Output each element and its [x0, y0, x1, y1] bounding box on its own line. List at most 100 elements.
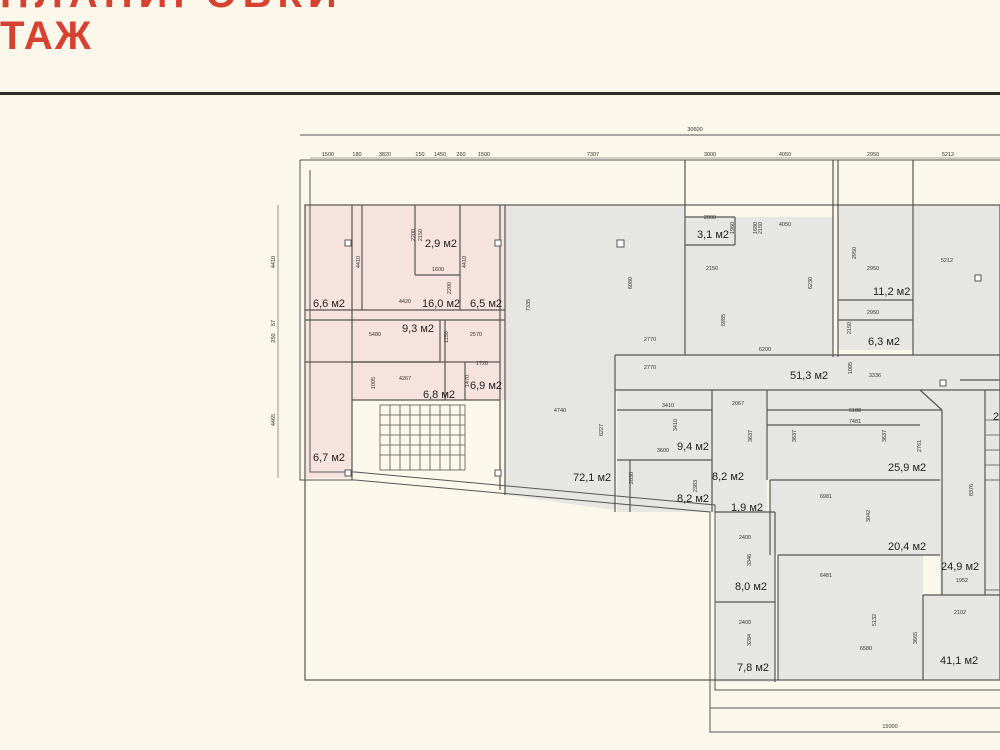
room-area-label: 20,4 м2 [888, 541, 926, 553]
inner-dim: 5212 [941, 258, 953, 264]
room-area-label: 51,3 м2 [790, 370, 828, 382]
top-dim: 180 [352, 152, 361, 158]
room-area-label: 6,3 м2 [868, 336, 900, 348]
inner-dim: 6981 [820, 494, 832, 500]
top-dim: 4050 [779, 152, 791, 158]
header-divider [0, 92, 1000, 95]
top-dim: 3000 [704, 152, 716, 158]
inner-dim: 6080 [628, 277, 634, 289]
inner-dim: 2102 [954, 610, 966, 616]
inner-dim: 4410 [462, 256, 468, 268]
inner-dim: 2770 [644, 337, 656, 343]
left-dim: 57 [271, 320, 277, 326]
inner-dim: 3284 [747, 634, 753, 646]
inner-dim: 2030 [629, 472, 635, 484]
walls [304, 160, 1000, 682]
inner-dim: 3346 [747, 554, 753, 566]
inner-dim: 1150 [444, 331, 450, 343]
columns [344, 239, 982, 477]
room-area-label: 6,8 м2 [423, 389, 455, 401]
inner-dim: 1005 [371, 377, 377, 389]
room-area-label: 9,4 м2 [677, 441, 709, 453]
left-dim: 250 [271, 333, 277, 342]
staircase [379, 404, 1000, 591]
inner-dim: 1960 [730, 222, 736, 234]
room-area-label: 8,2 м2 [677, 493, 709, 505]
inner-dim: 3336 [869, 373, 881, 379]
inner-dim: 2950 [867, 310, 879, 316]
inner-dim: 5480 [369, 332, 381, 338]
inner-dim: 2383 [693, 480, 699, 492]
inner-dim: 5132 [872, 614, 878, 626]
top-dim: 1500 [478, 152, 490, 158]
inner-dim: 2150 [847, 322, 853, 334]
inner-dim: 3637 [748, 430, 754, 442]
top-dim: 7307 [587, 152, 599, 158]
inner-dim: 4410 [356, 256, 362, 268]
inner-dim: 6188 [849, 408, 861, 414]
inner-dim: 3410 [662, 403, 674, 409]
inner-dim: 2400 [739, 535, 751, 541]
top-dim: 1500 [322, 152, 334, 158]
room-area-label: 8,0 м2 [735, 581, 767, 593]
inner-dim: 1600 [432, 267, 444, 273]
overall-top-dim: 30600 [687, 127, 702, 133]
room-area-label: 1,9 м2 [731, 502, 763, 514]
inner-dim: 6481 [820, 573, 832, 579]
room-area-label: 3,1 м2 [697, 229, 729, 241]
room-area-label: 2,9 м2 [425, 238, 457, 250]
overall-bottom-dim: 15000 [882, 724, 897, 730]
inner-dim: 6227 [599, 424, 605, 436]
top-dim: 1450 [434, 152, 446, 158]
inner-dim: 7481 [849, 419, 861, 425]
room-area-label: 11,2 м2 [873, 286, 910, 298]
inner-dim: 7335 [526, 299, 532, 311]
building-outline [299, 134, 1000, 733]
left-dim: 4410 [271, 256, 277, 268]
inner-dim: 5985 [721, 314, 727, 326]
inner-dim: 2067 [732, 401, 744, 407]
room-area-label: 25,9 м2 [888, 462, 926, 474]
inner-dim: 2570 [470, 332, 482, 338]
room-area-label: 2 [993, 411, 999, 423]
header-title-partial: ПЛАНИРОВКИ [0, 0, 343, 17]
inner-dim: 6230 [808, 277, 814, 289]
room-area-label: 16,0 м2 [422, 298, 460, 310]
inner-dim: 2761 [917, 440, 923, 452]
room-area-label: 6,6 м2 [313, 298, 345, 310]
overall-dimensions: 30600 15000 [687, 127, 897, 730]
left-dimension-chain: 4410 57 250 4465 [271, 205, 279, 478]
inner-dim: 3600 [657, 448, 669, 454]
inner-dim: 1680 [753, 222, 759, 234]
inner-dim: 2200 [411, 229, 417, 241]
inner-dim: 2150 [758, 222, 764, 234]
inner-dim: 3042 [866, 510, 872, 522]
room-area-label: 41,1 м2 [940, 655, 978, 667]
top-dim: 260 [456, 152, 465, 158]
inner-dim: 4420 [399, 299, 411, 305]
inner-dim: 2770 [644, 365, 656, 371]
room-fills [505, 205, 1000, 682]
inner-dim: 3665 [913, 632, 919, 644]
top-dim: 5212 [942, 152, 954, 158]
room-area-label: 6,9 м2 [470, 380, 502, 392]
inner-dim: 2150 [706, 266, 718, 272]
room-labels: 2,9 м2 3,1 м2 6,6 м2 16,0 м2 6,5 м2 11,2… [313, 229, 999, 674]
room-area-label: 7,8 м2 [737, 662, 769, 674]
room-area-label: 24,9 м2 [941, 561, 979, 573]
inner-dim: 3410 [673, 419, 679, 431]
left-dim: 4465 [271, 414, 277, 426]
room-area-label: 6,5 м2 [470, 298, 502, 310]
inner-dimensions: 2000 2150 1600 4420 4410 4410 2200 2150 … [356, 215, 975, 652]
inner-dim: 3637 [792, 430, 798, 442]
inner-dim: 1005 [848, 362, 854, 374]
inner-dim: 8376 [969, 484, 975, 496]
inner-dim: 2200 [447, 282, 453, 294]
inner-dim: 4050 [779, 222, 791, 228]
top-dim: 150 [415, 152, 424, 158]
room-area-label: 72,1 м2 [573, 472, 611, 484]
inner-dim: 2950 [852, 247, 858, 259]
inner-dim: 4267 [399, 376, 411, 382]
highlighted-zone [305, 205, 505, 478]
